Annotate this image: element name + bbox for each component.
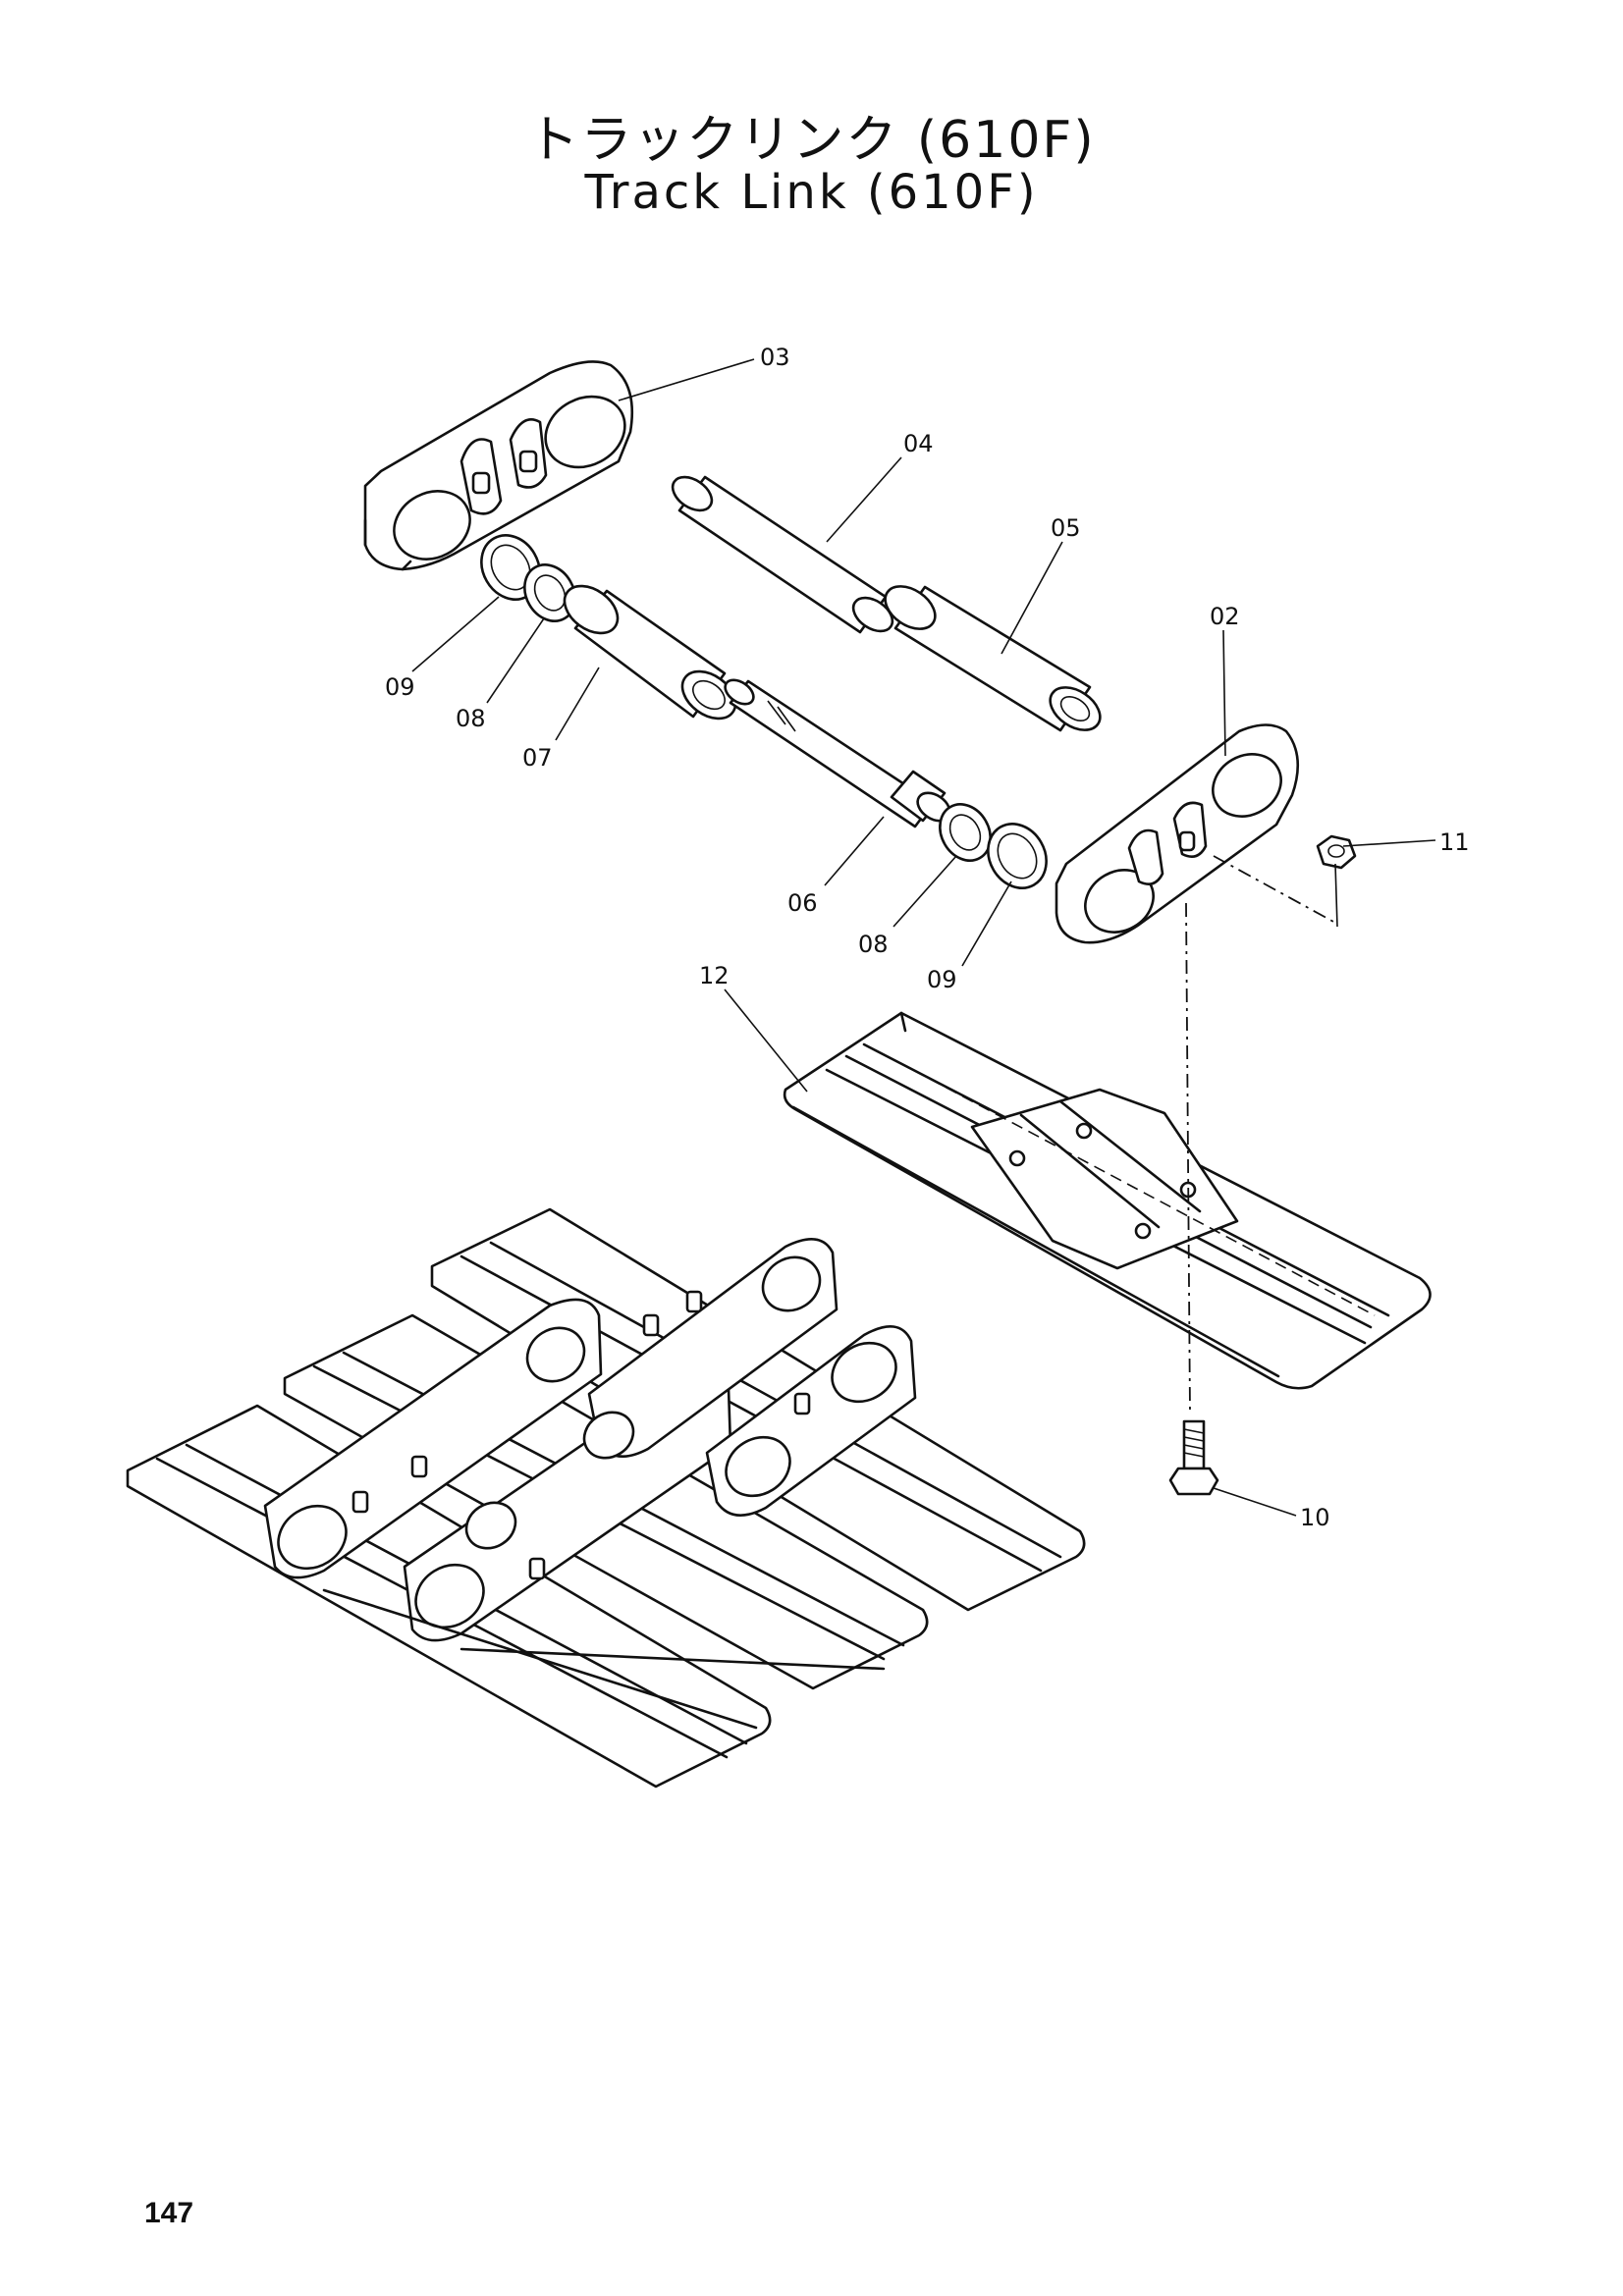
- callout-09-left: 09: [385, 673, 415, 701]
- callout-07: 07: [522, 744, 553, 772]
- assembly-centerlines: [1185, 855, 1338, 1415]
- part-05-bushing-right: [884, 585, 1102, 732]
- callout-09-right: 09: [927, 966, 957, 993]
- callout-08-right: 08: [858, 931, 889, 958]
- part-10-bolt: [1168, 1419, 1219, 1496]
- callout-10: 10: [1300, 1504, 1330, 1531]
- callout-11: 11: [1439, 828, 1470, 856]
- part-07-bushing: [563, 584, 737, 721]
- assembled-track: [126, 1207, 1086, 1789]
- part-02-link-right: [1055, 723, 1300, 944]
- part-04-pin: [671, 475, 894, 634]
- part-09-seal-right: [987, 823, 1048, 889]
- callout-04: 04: [903, 430, 934, 457]
- callout-03: 03: [760, 344, 790, 371]
- callout-08-left: 08: [456, 705, 486, 732]
- page-title-english: Track Link (610F): [584, 165, 1039, 220]
- part-08-ring-right: [939, 803, 992, 862]
- callout-05: 05: [1051, 514, 1081, 542]
- part-06-pin: [724, 678, 951, 828]
- part-08-ring-left: [523, 563, 576, 622]
- part-12-track-shoe: [783, 1011, 1432, 1390]
- part-11-nut: [1316, 834, 1357, 870]
- callout-02: 02: [1210, 603, 1240, 630]
- callout-12: 12: [699, 962, 730, 989]
- part-03-link-left: [363, 360, 634, 571]
- callout-06: 06: [787, 889, 818, 917]
- page-title-japanese: トラックリンク (610F): [527, 111, 1096, 170]
- callout-leaders: [411, 358, 1436, 1517]
- page-number: 147: [144, 2197, 194, 2229]
